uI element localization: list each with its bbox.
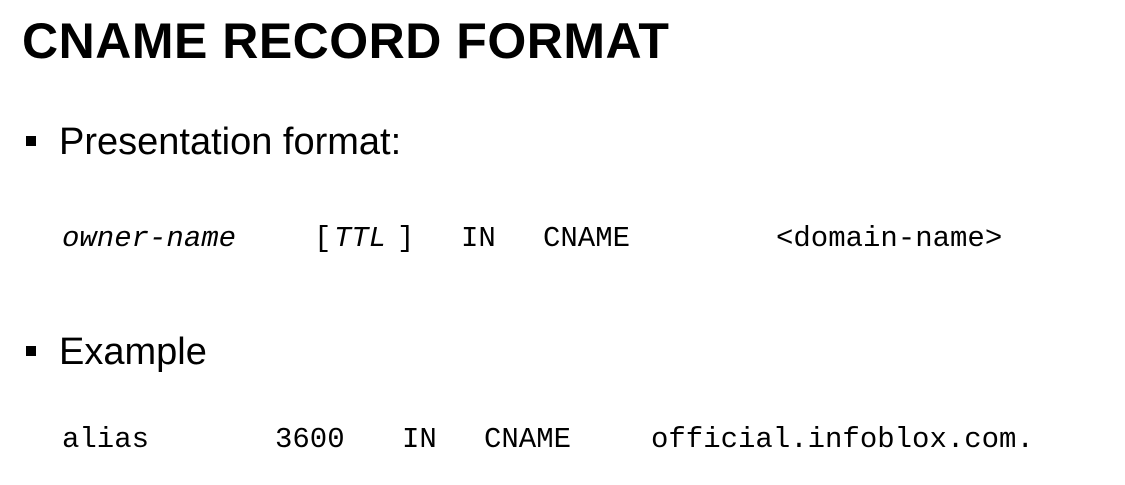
bullet-presentation-format: Presentation format: bbox=[26, 120, 401, 164]
bullet-example: Example bbox=[26, 330, 207, 374]
bullet-square-icon bbox=[26, 345, 36, 356]
bullet-square-icon bbox=[26, 135, 36, 146]
ttl-field: TTL bbox=[334, 222, 387, 255]
example-name: alias bbox=[62, 423, 150, 456]
bullet-label: Presentation format: bbox=[59, 121, 402, 163]
ttl-bracket-close: ] bbox=[397, 222, 415, 255]
class-field: IN bbox=[461, 222, 496, 255]
example-type: CNAME bbox=[484, 423, 572, 456]
example-class: IN bbox=[402, 423, 437, 456]
slide-title: CNAME RECORD FORMAT bbox=[22, 13, 670, 69]
bullet-label: Example bbox=[59, 331, 207, 373]
type-field: CNAME bbox=[543, 222, 631, 255]
example-ttl: 3600 bbox=[275, 423, 345, 456]
rdata-field: <domain-name> bbox=[776, 222, 1003, 255]
example-rdata: official.infoblox.com. bbox=[651, 423, 1034, 456]
ttl-bracket-open: [ bbox=[314, 222, 332, 255]
owner-name-field: owner-name bbox=[62, 222, 237, 255]
